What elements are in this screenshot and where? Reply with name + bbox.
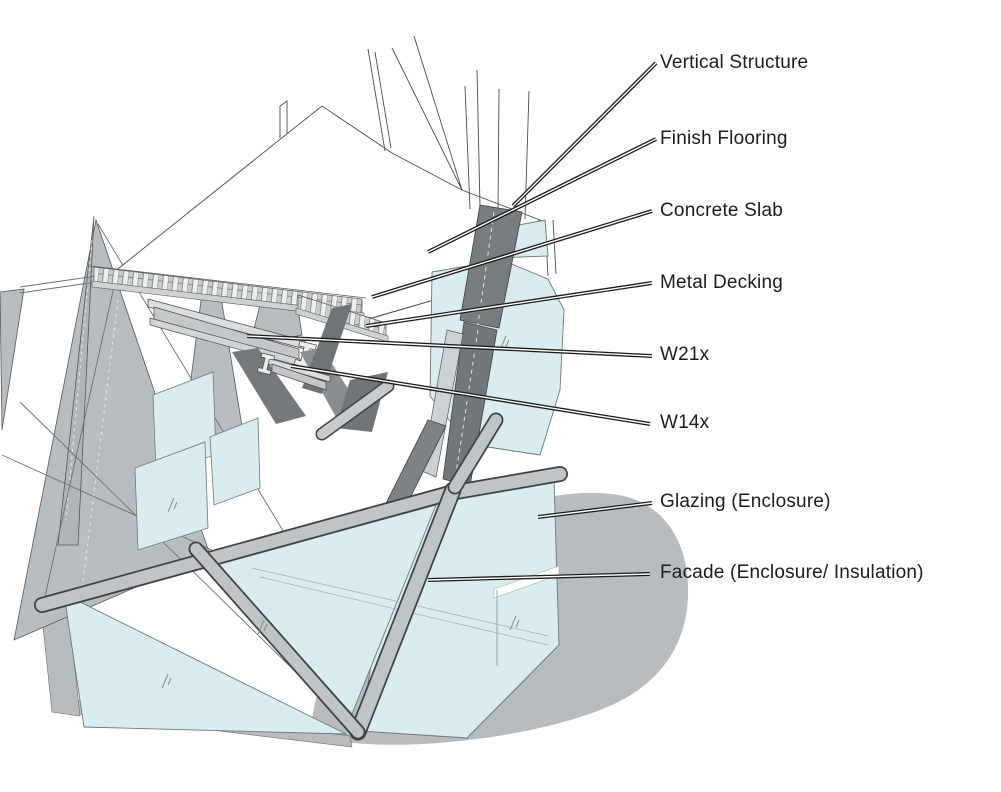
- label-metal-decking: Metal Decking: [660, 272, 783, 293]
- leader-w21x: [246, 334, 653, 358]
- label-vertical-structure: Vertical Structure: [660, 52, 809, 73]
- leader-facade: [427, 572, 651, 582]
- leader-finish-flooring: [427, 137, 657, 254]
- label-glazing: Glazing (Enclosure): [660, 491, 831, 512]
- leader-concrete-slab: [371, 209, 653, 299]
- glass-panels-diagrid: [63, 504, 437, 735]
- glass-panels-left: [134, 371, 261, 551]
- leader-w14x: [290, 364, 651, 426]
- leader-glazing: [537, 501, 653, 519]
- label-w21x: W21x: [660, 344, 710, 365]
- label-facade: Facade (Enclosure/ Insulation): [660, 562, 924, 583]
- leader-lines: [246, 61, 658, 582]
- leader-vertical-structure: [511, 61, 658, 208]
- label-finish-flooring: Finish Flooring: [660, 128, 788, 149]
- leader-metal-decking: [365, 281, 653, 328]
- glass-reflection-marks: [161, 335, 520, 689]
- label-concrete-slab: Concrete Slab: [660, 200, 784, 221]
- diagrid-members: [34, 379, 568, 741]
- label-w14x: W14x: [660, 412, 710, 433]
